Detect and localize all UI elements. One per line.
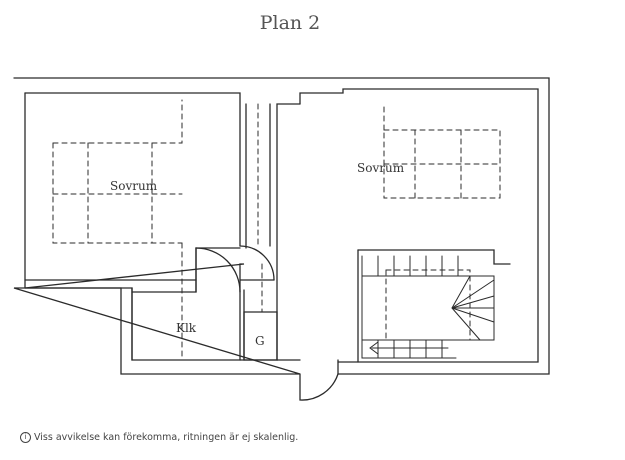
room-label-sovrum-right: Sovrum (357, 161, 405, 175)
room-label-g: G (255, 334, 265, 348)
disclaimer-text: Viss avvikelse kan förekomma, ritningen … (34, 432, 299, 443)
plan-title: Plan 2 (259, 12, 321, 34)
room-label-sovrum-left: Sovrum (110, 179, 158, 193)
staircase (361, 255, 495, 359)
dashed-lines (52, 99, 501, 361)
door-swings (195, 245, 339, 401)
disclaimer-note: i Viss avvikelse kan förekomma, ritninge… (20, 432, 298, 443)
interior-walls (24, 103, 511, 375)
outer-walls (13, 77, 550, 375)
room-label-klk: Klk (176, 321, 197, 335)
info-icon: i (20, 432, 31, 443)
